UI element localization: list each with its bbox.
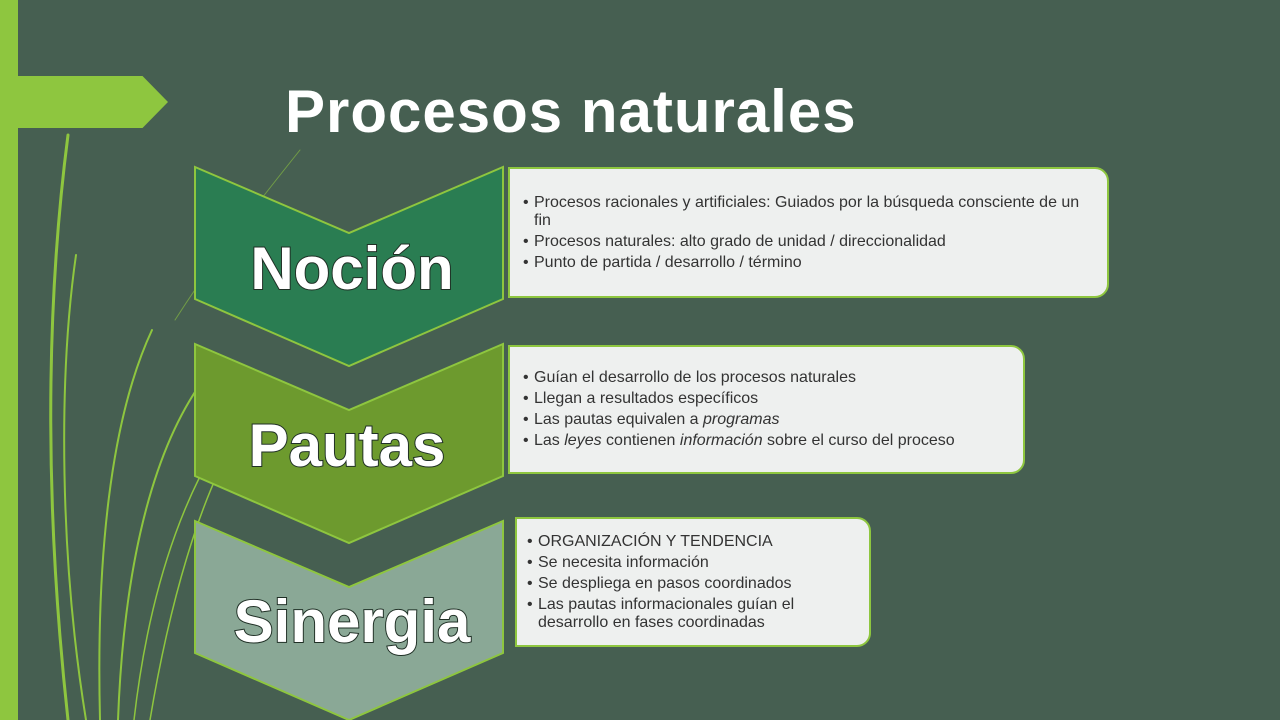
bullet-text: leyes	[564, 432, 602, 449]
bullet-icon: •	[523, 390, 529, 407]
slide-title: Procesos naturales	[285, 78, 857, 145]
bullet-text: Punto de partida / desarrollo / término	[534, 253, 802, 271]
bullet-item: • Se necesita información	[527, 554, 863, 572]
bullet-text: contienen	[601, 432, 680, 449]
bullet-text: ORGANIZACIÓN Y TENDENCIA	[538, 532, 773, 550]
bullet-list-pautas: • Guían el desarrollo de los procesos nat…	[523, 366, 1013, 453]
title-arrow-tab	[18, 76, 168, 128]
chevron-label-pautas: Pautas	[249, 412, 446, 479]
chevron-nocion	[194, 165, 504, 368]
bullet-text: Se despliega en pasos coordinados	[538, 574, 792, 592]
bullet-item: • Guían el desarrollo de los procesos nat…	[523, 369, 1013, 387]
bullet-icon: •	[527, 553, 533, 571]
bullet-text: Guían el desarrollo de los procesos natu…	[534, 369, 856, 386]
bullet-text: información	[679, 432, 763, 449]
bullet-text: Se necesita información	[538, 553, 709, 571]
bullet-icon: •	[527, 574, 533, 592]
bullet-icon: •	[523, 253, 529, 271]
bullet-text: Procesos naturales: alto grado de unidad…	[534, 232, 946, 250]
bullet-item: • Las pautas informacionales guían el des…	[527, 596, 863, 632]
bullet-item: • Las leyes contienen información sobre e…	[523, 432, 1013, 450]
bullet-icon: •	[523, 193, 529, 211]
bullet-text: Llegan a resultados específicos	[534, 390, 759, 407]
bullet-text: sobre el curso del proceso	[762, 432, 955, 449]
chevron-pautas	[194, 342, 504, 545]
bullet-icon: •	[523, 411, 529, 428]
chevron-label-sinergia: Sinergia	[234, 588, 471, 655]
bullet-icon: •	[523, 232, 529, 250]
chevron-label-nocion: Noción	[250, 235, 453, 302]
bullet-item: • Procesos naturales: alto grado de unida…	[523, 233, 1097, 251]
bullet-icon: •	[523, 432, 529, 449]
bullet-item: • ORGANIZACIÓN Y TENDENCIA	[527, 533, 863, 551]
content-box-nocion: • Procesos racionales y artificiales: Gui…	[508, 167, 1109, 298]
bullet-text: Procesos racionales y artificiales: Guia…	[534, 193, 1080, 229]
bullet-icon: •	[527, 532, 533, 550]
bullet-list-nocion: • Procesos racionales y artificiales: Gui…	[523, 191, 1097, 275]
bullet-icon: •	[523, 369, 529, 386]
bullet-list-sinergia: • ORGANIZACIÓN Y TENDENCIA • Se necesita in…	[527, 530, 863, 635]
bullet-item: • Punto de partida / desarrollo / término	[523, 254, 1097, 272]
bullet-text: Las pautas informacionales guían el desa…	[538, 595, 795, 631]
bullet-icon: •	[527, 595, 533, 613]
bullet-text: programas	[703, 411, 780, 428]
bullet-item: • Las pautas equivalen a programas	[523, 411, 1013, 429]
bullet-text: Las pautas equivalen a	[534, 411, 704, 428]
accent-bar	[0, 0, 18, 720]
content-box-pautas: • Guían el desarrollo de los procesos nat…	[508, 345, 1025, 474]
chevron-sinergia	[194, 519, 504, 720]
bullet-item: • Se despliega en pasos coordinados	[527, 575, 863, 593]
bullet-item: • Llegan a resultados específicos	[523, 390, 1013, 408]
content-box-sinergia: • ORGANIZACIÓN Y TENDENCIA • Se necesita in…	[515, 517, 871, 647]
bullet-text: Las	[534, 432, 565, 449]
bullet-item: • Procesos racionales y artificiales: Gui…	[523, 194, 1097, 230]
